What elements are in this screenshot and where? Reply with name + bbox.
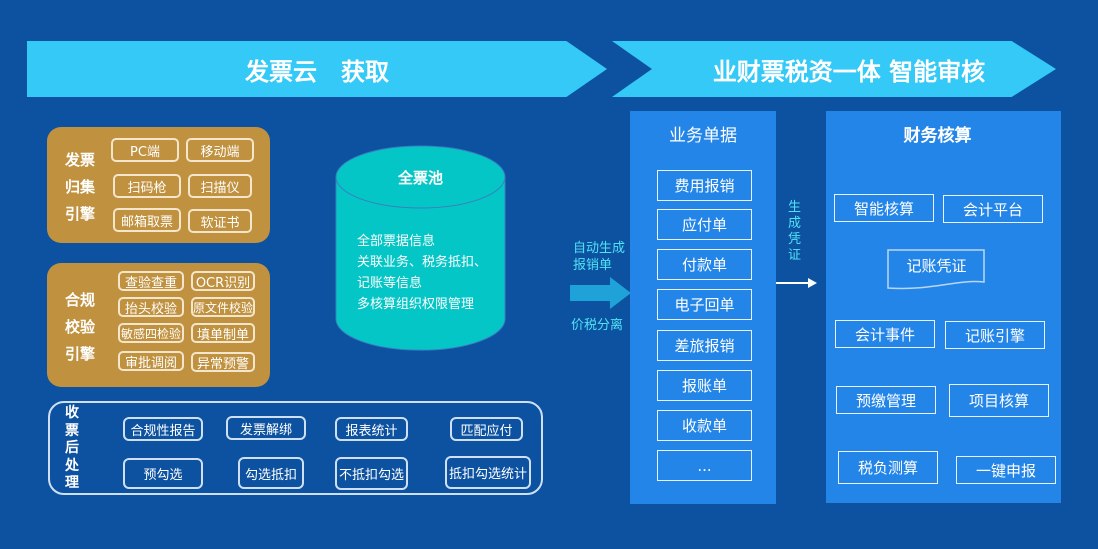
chip-scanner-gun: 扫码枪 <box>113 174 181 198</box>
fin-project: 项目核算 <box>949 384 1049 417</box>
chip-mobile: 移动端 <box>186 138 254 162</box>
cylinder-shape <box>335 145 506 351</box>
chip-unbind: 发票解绑 <box>226 416 306 440</box>
fin-prepay: 预缴管理 <box>836 386 936 414</box>
doc-e-receipt: 电子回单 <box>657 289 752 320</box>
fin-voucher: 记账凭证 <box>887 249 986 291</box>
fin-accounting-platform: 会计平台 <box>943 195 1043 223</box>
doc-payable: 应付单 <box>657 209 752 240</box>
collection-engine-label: 发票归集引擎 <box>64 151 95 223</box>
chip-report-stats: 报表统计 <box>335 417 408 441</box>
post-processing-box: 收票后处理 合规性报告 发票解绑 报表统计 匹配应付 预勾选 勾选抵扣 不抵扣勾… <box>48 401 543 495</box>
banner-left-title: 发票云 获取 <box>245 57 389 86</box>
chip-compliance-report: 合规性报告 <box>123 417 203 441</box>
fin-smart-accounting: 智能核算 <box>834 194 934 222</box>
document-shape <box>887 249 985 290</box>
chip-file-check: 原文件校验 <box>191 297 255 317</box>
flow-arrow-icon <box>570 277 631 309</box>
doc-more: ... <box>657 450 752 481</box>
chip-email: 邮箱取票 <box>113 208 181 232</box>
chip-no-deduct: 不抵扣勾选 <box>335 457 408 490</box>
doc-travel: 差旅报销 <box>657 330 752 361</box>
chip-fill: 填单制单 <box>191 323 255 343</box>
chip-sensitive: 敏感四检验 <box>118 323 184 343</box>
flow-tax-split: 价税分离 <box>571 318 624 333</box>
post-processing-label: 收票后处理 <box>65 405 79 491</box>
chip-approve: 审批调阅 <box>118 351 184 371</box>
chip-deduct-stats: 抵扣勾选统计 <box>445 456 531 489</box>
doc-receipt: 收款单 <box>657 410 752 441</box>
chip-verify: 查验查重 <box>118 271 184 291</box>
business-docs-title: 业务单据 <box>669 126 737 146</box>
generate-voucher-label: 生成凭证 <box>788 200 802 263</box>
chip-pre-select: 预勾选 <box>123 458 203 489</box>
banner-right-title: 业财票税资一体 智能审核 <box>712 57 986 86</box>
doc-claim: 报账单 <box>657 370 752 401</box>
fin-one-click-filing: 一键申报 <box>956 456 1056 484</box>
flow-auto-generate: 自动生成报销单 <box>573 241 626 273</box>
banner-invoice-cloud: 发票云 获取 <box>27 41 607 97</box>
finance-title: 财务核算 <box>903 126 972 146</box>
doc-expense: 费用报销 <box>657 170 752 201</box>
compliance-engine-label: 合规校验引擎 <box>64 291 95 363</box>
chip-alert: 异常预警 <box>191 352 255 372</box>
fin-accounting-event: 会计事件 <box>835 320 935 348</box>
business-docs-panel: 业务单据 费用报销 应付单 付款单 电子回单 差旅报销 报账单 收款单 ... <box>630 111 776 504</box>
chip-title-check: 抬头校验 <box>118 297 184 317</box>
fin-accounting-engine: 记账引擎 <box>945 321 1045 349</box>
chip-match-payable: 匹配应付 <box>450 417 523 441</box>
pool-description: 全部票据信息关联业务、税务抵扣、记账等信息多核算组织权限管理 <box>357 234 488 312</box>
fin-tax-estimate: 税负测算 <box>838 451 938 484</box>
doc-payment: 付款单 <box>657 249 752 280</box>
chip-select-deduct: 勾选抵扣 <box>238 457 304 489</box>
invoice-pool: 全票池 全部票据信息关联业务、税务抵扣、记账等信息多核算组织权限管理 <box>335 145 506 351</box>
chip-pc: PC端 <box>111 138 179 162</box>
finance-panel: 财务核算 智能核算 会计平台 记账凭证 会计事件 记账引擎 预缴管理 项目核算 … <box>826 111 1061 503</box>
chip-scanner: 扫描仪 <box>188 174 252 198</box>
pool-title: 全票池 <box>397 169 443 187</box>
voucher-arrow-icon <box>776 278 817 288</box>
banner-integration: 业财票税资一体 智能审核 <box>612 41 1056 97</box>
collection-engine-box: 发票归集引擎 PC端 移动端 扫码枪 扫描仪 邮箱取票 软证书 <box>47 127 270 243</box>
chip-ocr: OCR识别 <box>191 271 255 291</box>
compliance-engine-box: 合规校验引擎 查验查重 OCR识别 抬头校验 原文件校验 敏感四检验 填单制单 … <box>47 263 270 387</box>
chip-cert: 软证书 <box>188 209 252 233</box>
